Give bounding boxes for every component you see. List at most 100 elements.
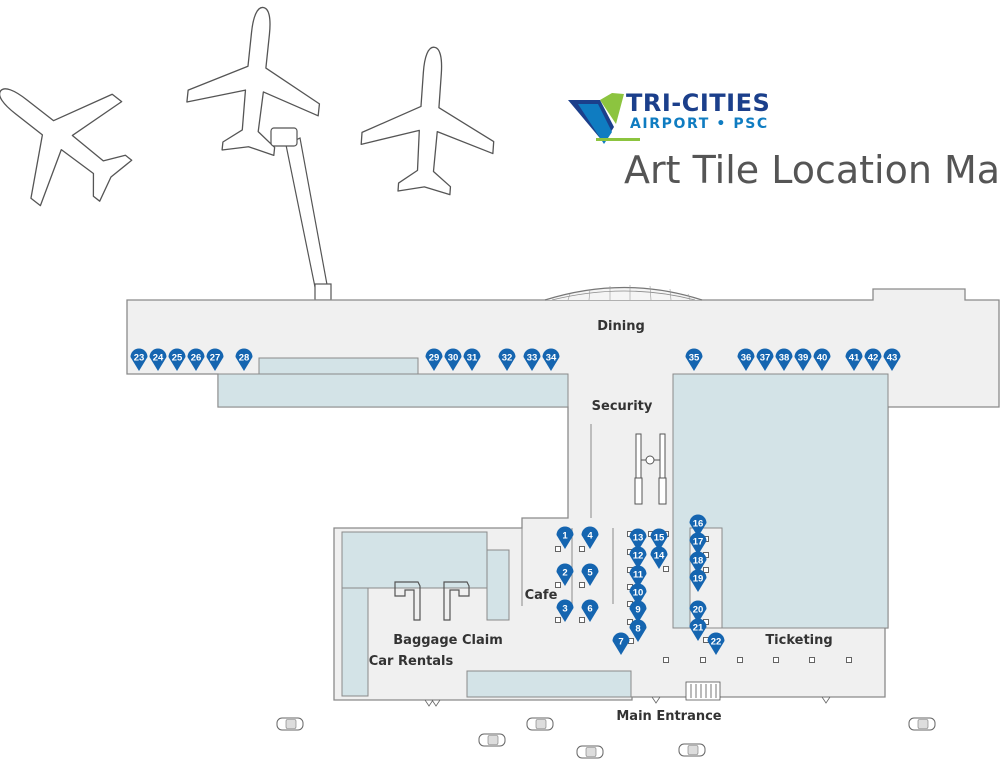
tile-marker-number: 29 (429, 353, 440, 364)
tile-marker-number: 16 (693, 519, 704, 530)
map-pin-icon (756, 348, 774, 371)
map-pin-icon (650, 546, 668, 569)
tile-marker-number: 3 (562, 604, 567, 615)
tile-marker-number: 19 (693, 574, 704, 585)
map-pin-icon (689, 532, 707, 555)
area-label-baggage-claim: Baggage Claim (393, 633, 503, 648)
interior-walls (521, 424, 614, 606)
tile-marker-23: 23 (130, 348, 148, 371)
tile-marker-40: 40 (813, 348, 831, 371)
map-pin-icon (845, 348, 863, 371)
security-screening (634, 433, 667, 505)
entry-doors (424, 696, 831, 707)
tri-cities-logo-mark (568, 93, 640, 144)
tile-marker-number: 6 (587, 604, 592, 615)
tile-marker-number: 18 (693, 556, 704, 567)
tile-marker-number: 32 (502, 353, 513, 364)
tile-marker-33: 33 (523, 348, 541, 371)
tile-marker-1: 1 (556, 526, 574, 549)
tile-marker-39: 39 (794, 348, 812, 371)
map-pin-icon (187, 348, 205, 371)
map-pin-icon (813, 348, 831, 371)
tile-marker-17: 17 (689, 532, 707, 555)
tile-marker-42: 42 (864, 348, 882, 371)
tile-marker-43: 43 (883, 348, 901, 371)
tile-marker-3: 3 (556, 599, 574, 622)
tile-marker-number: 11 (633, 570, 644, 581)
map-pin-icon (629, 583, 647, 606)
map-pin-icon (444, 348, 462, 371)
tile-marker-number: 37 (760, 353, 771, 364)
map-pin-icon (168, 348, 186, 371)
tile-marker-41: 41 (845, 348, 863, 371)
tile-marker-35: 35 (685, 348, 703, 371)
map-pin-icon (737, 348, 755, 371)
tile-marker-number: 41 (849, 353, 860, 364)
tile-marker-number: 39 (798, 353, 809, 364)
tile-marker-28: 28 (235, 348, 253, 371)
tile-marker-number: 8 (635, 624, 640, 635)
map-pin-icon (689, 600, 707, 623)
tile-marker-number: 1 (562, 531, 568, 542)
tile-marker-16: 16 (689, 514, 707, 537)
tile-marker-6: 6 (581, 599, 599, 622)
area-label-dining: Dining (597, 319, 645, 334)
map-pin-icon (689, 514, 707, 537)
map-pin-icon (794, 348, 812, 371)
entrance-vestibule (685, 681, 721, 701)
map-pin-icon (523, 348, 541, 371)
map-pin-icon (689, 618, 707, 641)
map-pin-icon (581, 526, 599, 549)
tile-marker-number: 43 (887, 353, 898, 364)
map-pin-icon (629, 565, 647, 588)
tile-marker-13: 13 (629, 528, 647, 551)
tile-marker-18: 18 (689, 551, 707, 574)
brand-name: TRI-CITIES (626, 89, 771, 117)
tile-marker-21: 21 (689, 618, 707, 641)
map-pin-icon (498, 348, 516, 371)
tile-marker-number: 4 (587, 531, 593, 542)
map-pin-icon (629, 619, 647, 642)
map-pin-icon (629, 546, 647, 569)
parked-cars (276, 717, 936, 759)
map-pin-icon (685, 348, 703, 371)
map-pin-icon (864, 348, 882, 371)
area-label-cafe: Cafe (524, 588, 558, 603)
tile-marker-number: 9 (635, 605, 640, 616)
tile-marker-number: 13 (633, 533, 644, 544)
jet-bridge (270, 127, 332, 301)
tile-marker-30: 30 (444, 348, 462, 371)
tile-marker-22: 22 (707, 632, 725, 655)
airplane-icon (0, 38, 157, 234)
map-pin-icon (689, 551, 707, 574)
tile-marker-32: 32 (498, 348, 516, 371)
tile-marker-number: 7 (618, 637, 623, 648)
tile-marker-number: 12 (633, 551, 644, 562)
tile-marker-number: 14 (654, 551, 665, 562)
area-label-main-entrance: Main Entrance (616, 709, 722, 724)
map-pin-icon (542, 348, 560, 371)
map-pin-icon (612, 632, 630, 655)
tile-marker-number: 25 (172, 353, 183, 364)
tile-marker-number: 35 (689, 353, 700, 364)
map-title: Art Tile Location Map (624, 148, 1000, 192)
map-pin-icon (883, 348, 901, 371)
brand-subtitle: AIRPORT • PSC (630, 116, 769, 132)
map-pin-icon (206, 348, 224, 371)
tile-marker-number: 10 (633, 588, 644, 599)
tile-marker-37: 37 (756, 348, 774, 371)
area-label-car-rentals: Car Rentals (368, 654, 454, 669)
baggage-carousel (394, 581, 470, 621)
map-pin-icon (235, 348, 253, 371)
map-pin-icon (707, 632, 725, 655)
airport-logo: TRI-CITIES AIRPORT • PSC (568, 89, 771, 150)
tile-marker-25: 25 (168, 348, 186, 371)
map-pin-icon (463, 348, 481, 371)
tile-marker-number: 23 (134, 353, 145, 364)
tile-marker-34: 34 (542, 348, 560, 371)
map-pin-icon (581, 599, 599, 622)
tile-marker-number: 31 (467, 353, 478, 364)
tile-marker-26: 26 (187, 348, 205, 371)
